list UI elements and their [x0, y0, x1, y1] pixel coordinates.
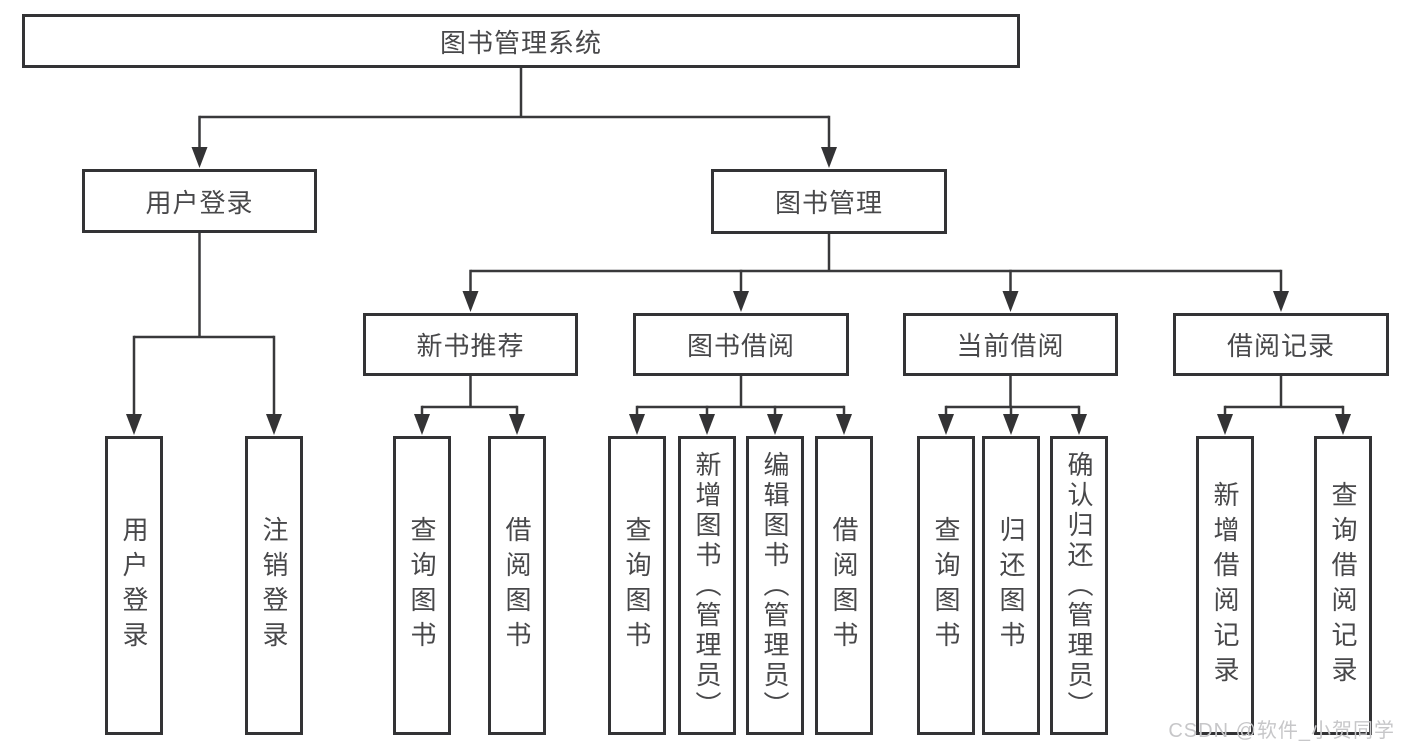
- node-root-system: 图书管理系统: [22, 14, 1020, 68]
- leaf-return-books-label: 归还图书: [996, 515, 1026, 656]
- node-book-borrow-label: 图书借阅: [686, 331, 795, 361]
- leaf-current-query-books-label: 查询图书: [931, 515, 961, 656]
- leaf-borrow-books: 借阅图书: [815, 436, 873, 735]
- leaf-query-borrow-record-label: 查询借阅记录: [1328, 480, 1358, 691]
- leaf-add-borrow-record-label: 新增借阅记录: [1210, 480, 1240, 691]
- leaf-edit-books-admin-label: 编辑图书（管理员）: [760, 450, 790, 721]
- leaf-confirm-return-admin-label: 确认归还（管理员）: [1064, 450, 1094, 721]
- node-current-borrow: 当前借阅: [903, 313, 1118, 376]
- leaf-user-login-label: 用户登录: [119, 515, 149, 656]
- node-borrow-records: 借阅记录: [1173, 313, 1389, 376]
- leaf-logout-label: 注销登录: [259, 515, 289, 656]
- node-borrow-records-label: 借阅记录: [1226, 331, 1335, 361]
- leaf-recommend-borrow-books: 借阅图书: [488, 436, 546, 735]
- leaf-recommend-borrow-books-label: 借阅图书: [502, 515, 532, 656]
- node-new-book-recommend: 新书推荐: [363, 313, 578, 376]
- node-current-borrow-label: 当前借阅: [956, 331, 1065, 361]
- leaf-confirm-return-admin: 确认归还（管理员）: [1050, 436, 1108, 735]
- node-book-borrow: 图书借阅: [633, 313, 849, 376]
- leaf-recommend-query-books: 查询图书: [393, 436, 451, 735]
- leaf-logout: 注销登录: [245, 436, 303, 735]
- leaf-return-books: 归还图书: [982, 436, 1040, 735]
- leaf-current-query-books: 查询图书: [917, 436, 975, 735]
- leaf-add-borrow-record: 新增借阅记录: [1196, 436, 1254, 735]
- csdn-watermark: CSDN @软件_小贺同学: [1168, 720, 1395, 742]
- leaf-query-borrow-record: 查询借阅记录: [1314, 436, 1372, 735]
- leaf-edit-books-admin: 编辑图书（管理员）: [746, 436, 804, 735]
- leaf-borrow-books-label: 借阅图书: [829, 515, 859, 656]
- leaf-borrow-query-books-label: 查询图书: [622, 515, 652, 656]
- leaf-borrow-query-books: 查询图书: [608, 436, 666, 735]
- node-user-login: 用户登录: [82, 169, 317, 233]
- node-new-book-recommend-label: 新书推荐: [416, 331, 525, 361]
- node-book-management: 图书管理: [711, 169, 947, 234]
- node-book-management-label: 图书管理: [774, 188, 883, 218]
- leaf-recommend-query-books-label: 查询图书: [407, 515, 437, 656]
- leaf-user-login: 用户登录: [105, 436, 163, 735]
- leaf-add-books-admin-label: 新增图书（管理员）: [692, 450, 722, 721]
- leaf-add-books-admin: 新增图书（管理员）: [678, 436, 736, 735]
- node-root-system-label: 图书管理系统: [439, 27, 602, 58]
- node-user-login-label: 用户登录: [145, 187, 254, 218]
